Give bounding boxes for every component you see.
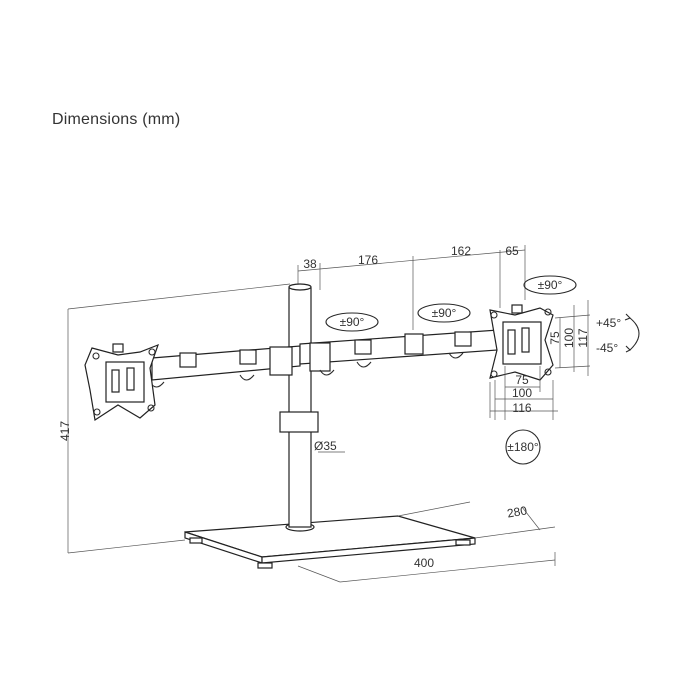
pole-offset-label: 38 [303, 257, 317, 271]
swivel-mid-label: ±90° [432, 306, 457, 320]
tilt-down-label: -45° [596, 341, 618, 355]
vesa-v75-label: 75 [548, 331, 562, 345]
swivel-left-label: ±90° [340, 315, 365, 329]
height-label: 417 [58, 421, 72, 441]
height-dimension: 417 [58, 283, 291, 554]
vesa-dimensions: 75 100 116 75 100 117 [489, 300, 591, 420]
pole-diameter-label: Ø35 [314, 439, 337, 453]
swivel-indicators: ±90° ±90° ±90° ±180° [325, 275, 577, 465]
swivel-right-label: ±90° [538, 278, 563, 292]
vesa-v100-label: 100 [562, 328, 576, 348]
tilt-indicators: +45° -45° [596, 313, 640, 355]
vesa-100-label: 100 [512, 386, 532, 400]
rotate-label: ±180° [507, 440, 539, 454]
right-vesa-plate [489, 304, 554, 381]
arm-left-label: 176 [358, 253, 378, 267]
vesa-v117-label: 117 [576, 328, 590, 347]
arm-assembly [149, 329, 499, 388]
base-width-label: 400 [414, 556, 434, 570]
arm-length-dimensions: 38 176 162 65 [297, 244, 526, 330]
arm-right-label: 162 [451, 244, 471, 258]
vesa-75-label: 75 [515, 373, 529, 387]
pole: Ø35 [279, 283, 345, 532]
vesa-116-label: 116 [512, 401, 531, 415]
tilt-up-label: +45° [596, 316, 621, 330]
arm-end-label: 65 [505, 244, 519, 258]
base-plate: 280 400 [184, 501, 556, 583]
diagram-title: Dimensions (mm) [52, 111, 181, 128]
base-depth-label: 280 [506, 503, 528, 520]
left-vesa-plate [84, 343, 159, 422]
